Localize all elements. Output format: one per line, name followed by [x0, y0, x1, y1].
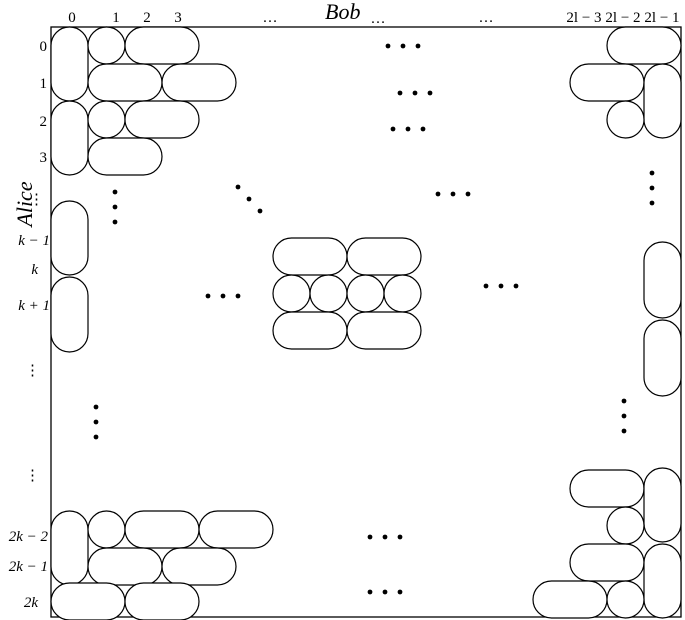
tile-sq-c-4: [383, 274, 422, 313]
col-label-1: 1: [112, 10, 120, 26]
tile-v-tl-1: [50, 26, 89, 102]
tile-sq-br-1: [606, 506, 645, 545]
tile-h-bl-6: [124, 582, 200, 620]
bob-label: Bob: [325, 0, 360, 24]
row-label-2k-2: 2k − 2: [9, 529, 49, 545]
tile-h-tl-3: [161, 63, 237, 102]
col-label-2l-3: 2l − 3: [566, 10, 601, 26]
dots-v-3: [93, 404, 99, 440]
row-label-k-1: k − 1: [18, 233, 50, 249]
tile-h-br-1: [569, 469, 645, 508]
col-label-3: 3: [174, 10, 182, 26]
tile-h-c-2: [346, 237, 422, 276]
tile-h-br-3: [532, 580, 608, 619]
tile-v-tr-1: [643, 63, 682, 139]
row-label-0: 0: [40, 39, 48, 55]
tile-h-tr-2: [569, 63, 645, 102]
tile-v-rm-2: [643, 319, 682, 397]
tile-h-c-4: [346, 311, 422, 350]
tile-v-lm-1: [50, 200, 89, 276]
row-label-vdots-c: ⋮: [25, 468, 40, 484]
tile-h-br-2: [569, 543, 645, 582]
tile-h-c-3: [272, 311, 348, 350]
tile-h-tl-5: [87, 137, 163, 176]
tile-h-tl-2: [87, 63, 163, 102]
tile-v-br-2: [643, 543, 682, 619]
tile-h-tl-1: [124, 26, 200, 65]
tile-h-tr-1: [606, 26, 682, 65]
tile-v-rm-1: [643, 241, 682, 319]
row-label-vdots-b: ⋮: [25, 363, 40, 379]
dots-v-1: [112, 189, 118, 225]
tile-h-c-1: [272, 237, 348, 276]
tile-v-br-1: [643, 467, 682, 543]
row-label-3: 3: [40, 150, 48, 166]
dots-h-2: [397, 90, 433, 96]
row-label-k+1: k + 1: [18, 298, 50, 314]
tile-sq-tr-1: [606, 100, 645, 139]
dots-h-3: [390, 126, 426, 132]
row-label-2: 2: [40, 114, 48, 130]
tile-sq-c-3: [346, 274, 385, 313]
col-label-2: 2: [143, 10, 151, 26]
row-label-vdots-a: ⋮: [29, 192, 44, 208]
tile-sq-tl-2: [87, 100, 126, 139]
dots-v-4: [621, 398, 627, 434]
dots-h-1: [385, 43, 421, 49]
alice-label: Alice: [12, 181, 37, 228]
dots-h-8: [367, 589, 403, 595]
row-label-2k-1: 2k − 1: [9, 559, 48, 575]
dots-diag-1: [235, 184, 263, 214]
row-label-k: k: [31, 262, 38, 278]
dots-v-2: [649, 170, 655, 206]
dots-h-6: [483, 283, 519, 289]
dots-h-5: [205, 293, 241, 299]
tile-h-bl-5: [50, 582, 126, 620]
tile-sq-c-2: [309, 274, 348, 313]
tile-sq-c-1: [272, 274, 311, 313]
tile-h-bl-4: [161, 547, 237, 586]
col-label-ellipsis-c: …: [479, 10, 494, 26]
tile-v-lm-2: [50, 276, 89, 353]
tile-h-bl-2: [198, 510, 274, 549]
tile-v-tl-2: [50, 100, 89, 176]
tile-h-bl-3: [87, 547, 163, 586]
tile-h-tl-4: [124, 100, 200, 139]
tile-h-bl-1: [124, 510, 200, 549]
dots-h-7: [367, 534, 403, 540]
tile-sq-bl-1: [87, 510, 126, 549]
col-label-0: 0: [68, 10, 76, 26]
col-label-ellipsis-b: …: [371, 11, 386, 27]
tile-sq-tl-1: [87, 26, 126, 65]
col-label-ellipsis-a: …: [263, 10, 278, 26]
dots-h-4: [435, 191, 471, 197]
col-label-2l-2: 2l − 2: [605, 10, 640, 26]
row-label-2k: 2k: [24, 595, 39, 611]
col-label-2l-1: 2l − 1: [644, 10, 679, 26]
tile-v-bl-1: [50, 510, 89, 586]
row-label-1: 1: [40, 76, 48, 92]
tile-sq-br-2: [606, 580, 645, 619]
